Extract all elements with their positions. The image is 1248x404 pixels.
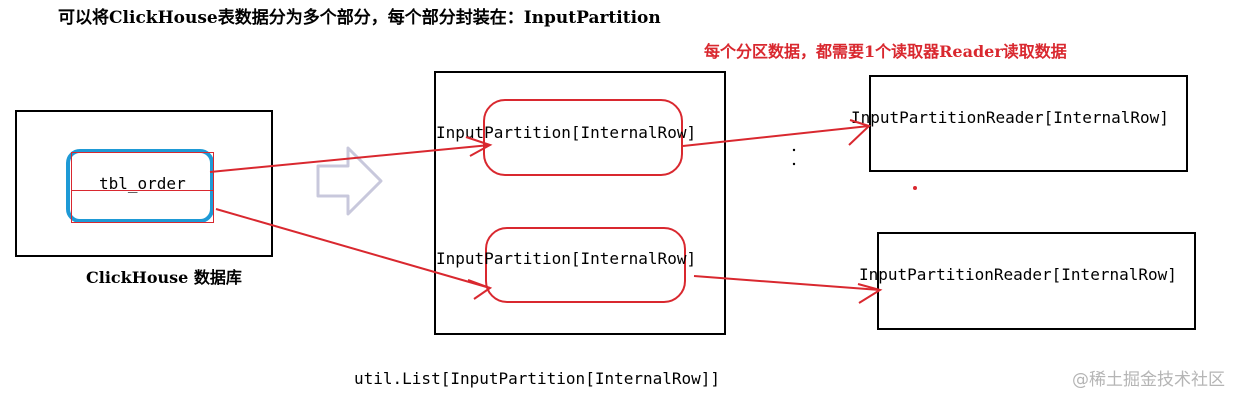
red-dot-mark: [913, 186, 917, 190]
table-label: tbl_order: [99, 174, 186, 193]
table-tbl-order-box: [66, 149, 214, 223]
arrow-table-to-partition-2: [215, 208, 493, 300]
arrow-partition-1-to-reader-1: [682, 119, 871, 147]
partition-box-1: [483, 99, 683, 176]
reader-box-2: [877, 232, 1196, 330]
transform-hollow-arrow-icon: [316, 146, 383, 216]
arrow-partition-2-to-reader-2: [693, 275, 883, 304]
partition-label-2: InputPartition[InternalRow]: [436, 249, 697, 268]
reader-label-2: InputPartitionReader[InternalRow]: [859, 265, 1177, 284]
partition-label-1: InputPartition[InternalRow]: [436, 123, 697, 142]
watermark-text: @稀土掘金技术社区: [1072, 370, 1225, 390]
table-highlight-rect: [71, 152, 214, 223]
clickhouse-database-box: [15, 110, 273, 257]
table-highlight-divider: [71, 190, 214, 191]
partition-list-box: [434, 71, 726, 335]
reader-box-1: [869, 75, 1188, 172]
arrow-table-to-partition-1: [209, 136, 493, 173]
partition-box-2: [485, 227, 686, 303]
reader-note: 每个分区数据，都需要1个读取器Reader读取数据: [704, 42, 1067, 61]
diagram-heading: 可以将ClickHouse表数据分为多个部分，每个部分封装在：InputPart…: [58, 8, 661, 28]
reader-label-1: InputPartitionReader[InternalRow]: [851, 108, 1169, 127]
partition-list-caption: util.List[InputPartition[InternalRow]]: [354, 369, 721, 388]
ellipsis-dots: [792, 148, 796, 166]
database-caption: ClickHouse 数据库: [86, 268, 242, 287]
